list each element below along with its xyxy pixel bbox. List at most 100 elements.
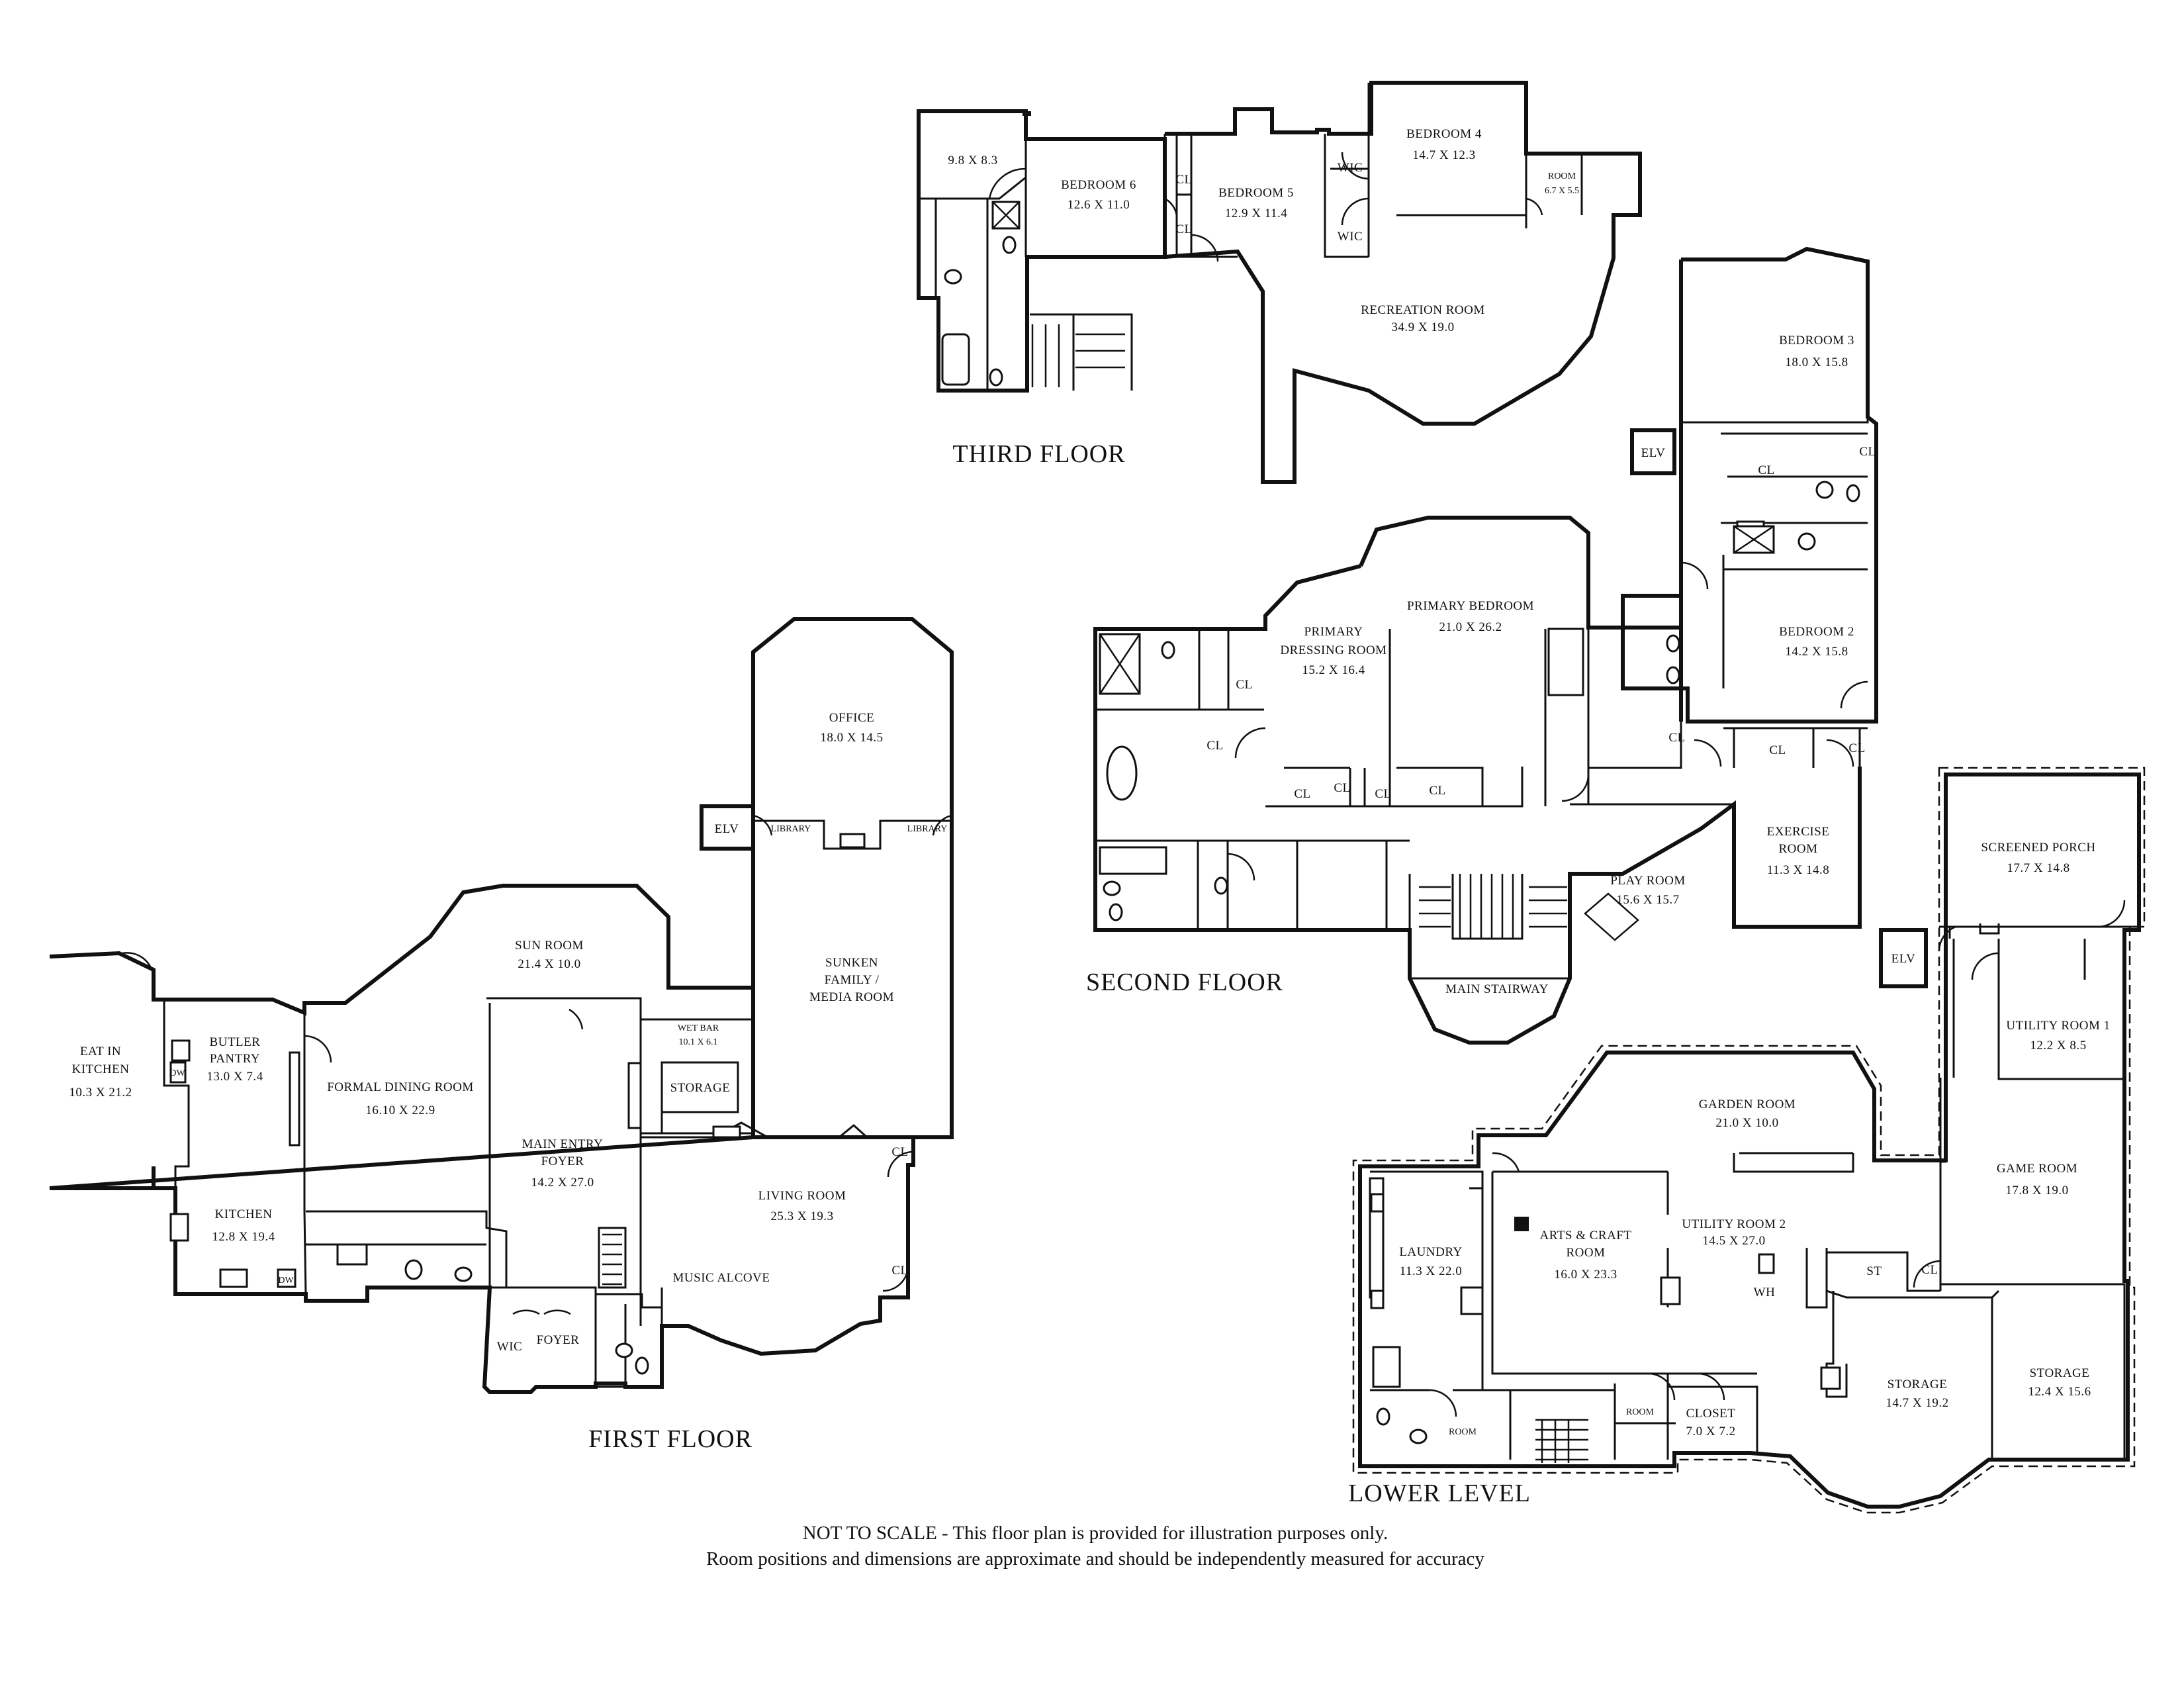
room-eat-in-line2: KITCHEN bbox=[72, 1062, 130, 1076]
room-small-name: ROOM bbox=[1548, 171, 1576, 181]
room-sun-room-dim: 21.4 X 10.0 bbox=[518, 957, 580, 971]
room-main-entry-line2: FOYER bbox=[541, 1154, 584, 1168]
room-small-dim: 6.7 X 5.5 bbox=[1545, 186, 1579, 196]
closet-label: CL bbox=[1769, 743, 1786, 757]
first-floor-plan bbox=[49, 617, 954, 1394]
closet-label: CL bbox=[1294, 787, 1310, 801]
room-sunken-line1: SUNKEN bbox=[825, 956, 878, 970]
room-wet-bar-dim: 10.1 X 6.1 bbox=[678, 1037, 717, 1047]
room-kitchen-name: KITCHEN bbox=[215, 1207, 273, 1221]
room-laundry-name: LAUNDRY bbox=[1399, 1245, 1462, 1259]
room-bedroom2-name: BEDROOM 2 bbox=[1779, 625, 1854, 639]
room-arts-craft-line1: ARTS & CRAFT bbox=[1540, 1229, 1632, 1243]
library-label: LIBRARY bbox=[907, 824, 948, 834]
room-sunken-line2: FAMILY / bbox=[825, 973, 880, 987]
elevator-label: ELV bbox=[1641, 446, 1666, 460]
room-label: ROOM bbox=[1449, 1427, 1477, 1437]
room-kitchen-dim: 12.8 X 19.4 bbox=[212, 1230, 275, 1244]
closet-label: CL bbox=[1668, 731, 1685, 745]
room-utility2-dim: 14.5 X 27.0 bbox=[1702, 1234, 1765, 1248]
floor-title-first: FIRST FLOOR bbox=[588, 1425, 752, 1453]
floor-title-second: SECOND FLOOR bbox=[1086, 968, 1283, 996]
storage-shelf-label: ST bbox=[1866, 1264, 1882, 1278]
floor-title-lower: LOWER LEVEL bbox=[1348, 1479, 1531, 1507]
room-bedroom2-dim: 14.2 X 15.8 bbox=[1785, 645, 1848, 659]
room-game-room-name: GAME ROOM bbox=[1997, 1162, 2077, 1176]
walk-in-closet-label: WIC bbox=[497, 1340, 522, 1354]
walk-in-closet-label: WIC bbox=[1338, 230, 1363, 244]
dishwasher-label: DW bbox=[278, 1276, 294, 1286]
room-utility1-name: UTILITY ROOM 1 bbox=[2006, 1019, 2110, 1033]
room-garden-room-dim: 21.0 X 10.0 bbox=[1715, 1116, 1778, 1130]
room-bedroom4-name: BEDROOM 4 bbox=[1406, 127, 1482, 141]
room-exercise-line2: ROOM bbox=[1778, 842, 1817, 856]
room-recreation-dim: 34.9 X 19.0 bbox=[1391, 320, 1454, 334]
room-closet-name: CLOSET bbox=[1686, 1407, 1736, 1421]
storage-label: STORAGE bbox=[670, 1081, 731, 1095]
closet-label: CL bbox=[1921, 1263, 1938, 1277]
elevator-label: ELV bbox=[715, 822, 739, 836]
room-formal-dining-name: FORMAL DINING ROOM bbox=[327, 1080, 474, 1094]
lower-level-plan bbox=[1352, 767, 2146, 1514]
closet-label: CL bbox=[1236, 678, 1252, 692]
room-bedroom6-name: BEDROOM 6 bbox=[1061, 178, 1136, 192]
room-office-name: OFFICE bbox=[829, 711, 874, 725]
room-laundry-dim: 11.3 X 22.0 bbox=[1400, 1264, 1463, 1278]
room-primary-dressing-line1: PRIMARY bbox=[1304, 625, 1363, 639]
room-bedroom6-dim: 12.6 X 11.0 bbox=[1068, 198, 1130, 212]
room-eat-in-line1: EAT IN bbox=[80, 1045, 121, 1058]
closet-label: CL bbox=[1429, 784, 1445, 798]
room-utility2-name: UTILITY ROOM 2 bbox=[1682, 1217, 1786, 1231]
closet-label: CL bbox=[1375, 787, 1391, 801]
room-label: ROOM bbox=[1626, 1407, 1655, 1417]
room-dim-small: 9.8 X 8.3 bbox=[948, 154, 997, 167]
room-primary-dressing-dim: 15.2 X 16.4 bbox=[1302, 663, 1365, 677]
room-exercise-line1: EXERCISE bbox=[1767, 825, 1830, 839]
dishwasher-label: DW bbox=[169, 1068, 185, 1078]
room-arts-craft-dim: 16.0 X 23.3 bbox=[1554, 1268, 1617, 1282]
room-screened-porch-name: SCREENED PORCH bbox=[1981, 841, 2095, 855]
room-play-room-name: PLAY ROOM bbox=[1610, 874, 1685, 888]
room-bedroom5-dim: 12.9 X 11.4 bbox=[1225, 207, 1288, 220]
music-alcove-label: MUSIC ALCOVE bbox=[673, 1271, 770, 1285]
disclaimer-line1: NOT TO SCALE - This floor plan is provid… bbox=[803, 1523, 1388, 1544]
room-bedroom5-name: BEDROOM 5 bbox=[1218, 186, 1294, 200]
room-utility1-dim: 12.2 X 8.5 bbox=[2030, 1039, 2086, 1053]
room-primary-dressing-line2: DRESSING ROOM bbox=[1280, 643, 1387, 657]
room-living-room-name: LIVING ROOM bbox=[758, 1189, 846, 1203]
room-arts-craft-line2: ROOM bbox=[1566, 1246, 1605, 1260]
second-floor-plan bbox=[1093, 246, 1878, 1045]
room-butler-line1: BUTLER bbox=[210, 1035, 261, 1049]
room-sun-room-name: SUN ROOM bbox=[515, 939, 584, 953]
main-stairway-label: MAIN STAIRWAY bbox=[1445, 982, 1549, 996]
room-eat-in-dim: 10.3 X 21.2 bbox=[69, 1086, 132, 1100]
closet-label: CL bbox=[891, 1264, 908, 1278]
room-butler-line2: PANTRY bbox=[210, 1052, 260, 1066]
elevator-label: ELV bbox=[1891, 952, 1916, 966]
room-main-entry-line1: MAIN ENTRY bbox=[522, 1137, 604, 1151]
room-butler-dim: 13.0 X 7.4 bbox=[206, 1070, 263, 1084]
room-storage-a-dim: 14.7 X 19.2 bbox=[1886, 1396, 1948, 1410]
room-storage-b-name: STORAGE bbox=[2030, 1366, 2090, 1380]
room-primary-bedroom-name: PRIMARY BEDROOM bbox=[1407, 599, 1534, 613]
water-heater-label: WH bbox=[1754, 1286, 1776, 1299]
closet-label: CL bbox=[891, 1145, 908, 1159]
room-garden-room-name: GARDEN ROOM bbox=[1699, 1098, 1796, 1111]
floor-title-third: THIRD FLOOR bbox=[952, 440, 1125, 468]
room-sunken-line3: MEDIA ROOM bbox=[809, 990, 894, 1004]
room-formal-dining-dim: 16.10 X 22.9 bbox=[365, 1103, 435, 1117]
third-floor-plan bbox=[917, 81, 1642, 484]
closet-label: CL bbox=[1848, 741, 1865, 755]
room-primary-bedroom-dim: 21.0 X 26.2 bbox=[1439, 620, 1502, 634]
disclaimer-line2: Room positions and dimensions are approx… bbox=[706, 1548, 1484, 1570]
closet-label: CL bbox=[1175, 173, 1192, 187]
room-wet-bar-name: WET BAR bbox=[678, 1023, 719, 1033]
room-storage-b-dim: 12.4 X 15.6 bbox=[2028, 1385, 2091, 1399]
walk-in-closet-label: WIC bbox=[1338, 161, 1363, 175]
room-play-room-dim: 15.6 X 15.7 bbox=[1616, 893, 1679, 907]
closet-label: CL bbox=[1334, 781, 1350, 795]
room-bedroom3-name: BEDROOM 3 bbox=[1779, 334, 1854, 348]
room-game-room-dim: 17.8 X 19.0 bbox=[2005, 1184, 2068, 1197]
room-bedroom3-dim: 18.0 X 15.8 bbox=[1785, 355, 1848, 369]
